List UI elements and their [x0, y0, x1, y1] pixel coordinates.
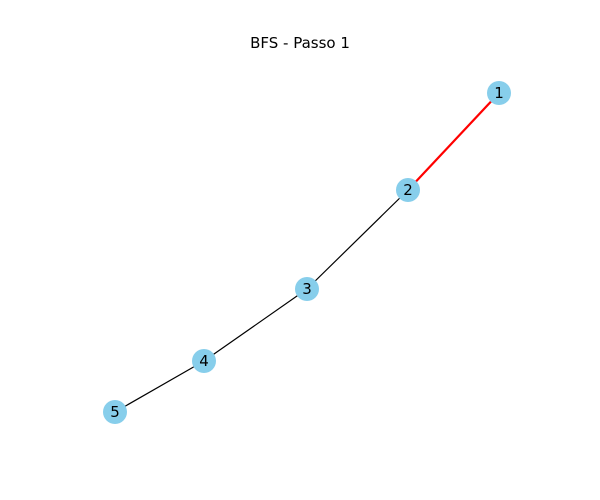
edges-layer [114, 92, 500, 413]
node-label: 4 [199, 352, 209, 370]
node-3: 3 [295, 277, 319, 301]
node-label: 5 [110, 403, 120, 421]
edge-4-5 [114, 360, 205, 413]
node-circle [487, 81, 511, 105]
node-circle [295, 277, 319, 301]
node-label: 1 [494, 84, 504, 102]
node-2: 2 [396, 178, 420, 202]
figure-title: BFS - Passo 1 [250, 34, 350, 52]
edge-3-4 [203, 288, 308, 362]
nodes-layer: 1 2 3 4 5 [103, 81, 511, 424]
node-4: 4 [192, 349, 216, 373]
node-circle [103, 400, 127, 424]
edge-1-2 [407, 92, 500, 191]
node-circle [192, 349, 216, 373]
node-label: 3 [302, 280, 312, 298]
node-5: 5 [103, 400, 127, 424]
node-label: 2 [403, 181, 413, 199]
edge-2-3 [306, 189, 409, 290]
node-1: 1 [487, 81, 511, 105]
node-circle [396, 178, 420, 202]
